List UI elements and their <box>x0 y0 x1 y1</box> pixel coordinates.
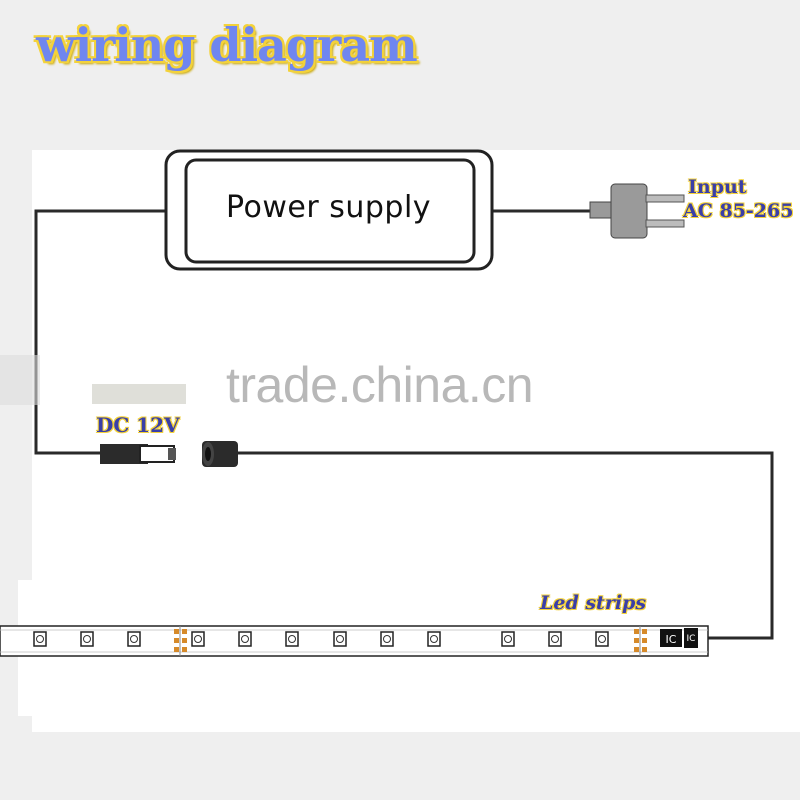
led-lens <box>194 635 202 643</box>
led-lens <box>130 635 138 643</box>
led-lens <box>241 635 249 643</box>
blur-patch <box>92 384 186 404</box>
watermark: trade.china.cn <box>226 357 534 413</box>
led-chip <box>127 631 141 647</box>
led-lens <box>430 635 438 643</box>
wire-dc-to-strip <box>236 451 774 640</box>
led-chip <box>333 631 347 647</box>
ic-chip <box>684 628 698 648</box>
wires <box>34 209 774 640</box>
diagram-title: wiring diagram <box>36 18 418 72</box>
led-lens <box>598 635 606 643</box>
ac-plug-icon <box>589 183 685 239</box>
power-supply-label: Power supply <box>226 190 432 225</box>
led-chip <box>238 631 252 647</box>
led-lens <box>336 635 344 643</box>
solder-pads <box>174 629 647 652</box>
blur-patch-2 <box>0 355 40 405</box>
led-chip <box>380 631 394 647</box>
ic-chip <box>660 629 682 647</box>
led-strip: IC IC <box>0 625 709 657</box>
led-chip <box>548 631 562 647</box>
led-chip <box>285 631 299 647</box>
led-chip <box>80 631 94 647</box>
dc-female-jack-icon <box>202 441 238 467</box>
led-lens <box>504 635 512 643</box>
led-chip <box>191 631 205 647</box>
led-lens <box>551 635 559 643</box>
led-strips-label: Led strips <box>540 592 647 614</box>
input-label: Input <box>688 176 747 198</box>
led-lens <box>288 635 296 643</box>
dc-voltage-label: DC 12V <box>96 413 180 437</box>
dc-male-plug-icon <box>100 444 176 464</box>
led-chip <box>33 631 47 647</box>
led-chip <box>501 631 515 647</box>
led-lens <box>36 635 44 643</box>
wire-ps-to-dc <box>34 209 168 455</box>
led-chip <box>427 631 441 647</box>
ic-chip-label: IC <box>666 633 677 646</box>
led-lens <box>383 635 391 643</box>
ic-chip-label: IC <box>687 634 696 644</box>
power-supply-box <box>164 149 494 271</box>
input-voltage-label: AC 85-265 <box>683 200 794 222</box>
led-chip <box>595 631 609 647</box>
led-lens <box>83 635 91 643</box>
